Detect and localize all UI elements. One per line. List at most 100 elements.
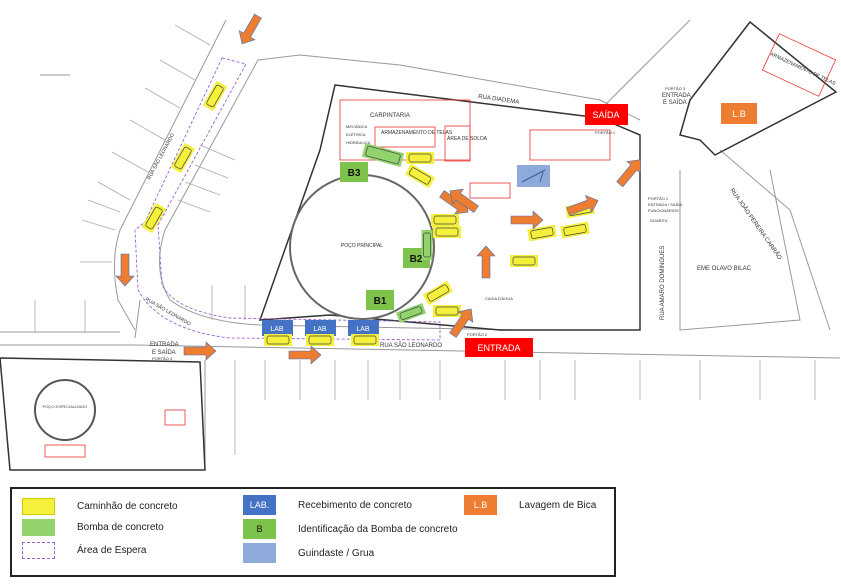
concrete-truck-icon: [560, 221, 590, 239]
pumps: [361, 143, 433, 323]
waiting-area-icon: [22, 542, 55, 559]
guarita-label: GUARITA: [650, 218, 668, 223]
concrete-pump-icon: [361, 143, 405, 167]
svg-text:LAB: LAB: [313, 326, 327, 333]
direction-arrow-icon: [238, 13, 262, 45]
svg-text:LAB: LAB: [270, 326, 284, 333]
concrete-truck-icon: [422, 280, 454, 306]
svg-text:E SAÍDA: E SAÍDA: [152, 349, 176, 356]
svg-text:ENTRADA: ENTRADA: [150, 342, 179, 348]
direction-arrow-icon: [566, 194, 599, 216]
direction-arrow-icon: [476, 245, 496, 279]
mecanica-label: MECÂNICA: [346, 124, 367, 129]
svg-text:B1: B1: [374, 296, 387, 307]
concrete-truck-icon: [406, 152, 434, 164]
gate-4: ENTRADA E SAÍDA PORTÃO 4: [150, 342, 179, 361]
crane: [517, 165, 550, 187]
lab-3: LAB: [348, 320, 379, 336]
buildings: [44, 33, 837, 458]
street-diadema: RUA DIADEMA: [478, 94, 520, 106]
concrete-pump-icon: [421, 230, 433, 260]
svg-text:LAB: LAB: [356, 326, 370, 333]
legend-lab: LAB. Recebimento de concreto: [243, 495, 412, 515]
concrete-truck-icon: [510, 255, 538, 267]
svg-text:PORTÃO 1: PORTÃO 1: [648, 196, 669, 201]
svg-text:PORTÃO 3: PORTÃO 3: [665, 86, 686, 91]
poco-principal-label: POÇO PRINCIPAL: [341, 243, 383, 249]
lab-swatch: LAB.: [243, 495, 276, 515]
special-site-boundary: [0, 357, 206, 471]
street-outlines: [0, 19, 841, 470]
concrete-truck-icon: [170, 142, 196, 174]
concrete-truck-icon: [306, 334, 334, 346]
pump-id-b3: B3: [340, 162, 368, 182]
legend-truck: Caminhão de concreto: [22, 498, 178, 515]
svg-text:ENTRADA: ENTRADA: [662, 93, 691, 99]
svg-text:E SAÍDA: E SAÍDA: [663, 99, 687, 106]
street-joao-pereira: RUA JOÃO PEREIRA CARRÃO: [728, 187, 783, 261]
gate-2: PORTÃO 2: [467, 332, 488, 337]
poco-especializado: [34, 379, 96, 441]
svg-text:FUNCIONÁRIOS: FUNCIONÁRIOS: [648, 208, 679, 213]
svg-text:PORTÃO 1: PORTÃO 1: [595, 130, 616, 135]
direction-arrow-icon: [510, 210, 544, 230]
concrete-truck-icon: [404, 163, 436, 189]
telas-label-2: ARMAZENAMENTO DE TELAS: [769, 51, 837, 87]
solda-label: ÁREA DE SOLDA: [447, 135, 488, 142]
lb-area-boundary: [679, 20, 838, 156]
concrete-truck-icon: [264, 334, 292, 346]
carpintaria-label: CARPINTARIA: [370, 113, 410, 119]
legend-waiting: Área de Espera: [22, 542, 147, 559]
street-amaro-domingues: RUA AMARO DOMINGUES: [660, 246, 666, 320]
sign-entrada: ENTRADA: [465, 338, 533, 357]
svg-text:SAÍDA: SAÍDA: [592, 110, 619, 120]
direction-arrow-icon: [183, 341, 217, 361]
sign-lb: L.B: [721, 103, 757, 124]
hidraulica-label: HIDRÁULICA: [346, 140, 371, 145]
crane-icon: [243, 543, 276, 563]
eme-olavo-bilac-label: EME OLAVO BILAC: [697, 266, 752, 272]
lab-1: LAB: [262, 320, 293, 336]
svg-text:PORTÃO 4: PORTÃO 4: [152, 356, 173, 361]
truck-icon: [22, 498, 55, 515]
gate-1: PORTÃO 1 ENTRADA / SAÍDA FUNCIONÁRIOS PO…: [595, 130, 683, 213]
street-sao-leonardo-left: RUA SÃO LEONARDO: [146, 132, 176, 181]
caixa-dagua-label: CAIXA D'ÁGUA: [485, 296, 513, 301]
concrete-truck-icon: [433, 305, 461, 317]
pump-id-b1: B1: [366, 290, 394, 310]
concrete-truck-icon: [527, 224, 557, 242]
pump-icon: [22, 519, 55, 536]
legend-crane: Guindaste / Grua: [243, 543, 374, 563]
legend-b: B Identificação da Bomba de concreto: [243, 519, 458, 539]
lab-2: LAB: [305, 320, 336, 336]
concrete-truck-icon: [431, 214, 459, 226]
direction-arrow-icon: [449, 188, 479, 213]
arrows: [115, 13, 642, 365]
waiting-area: [134, 57, 441, 341]
svg-text:B3: B3: [348, 168, 361, 179]
legend-pump: Bomba de concreto: [22, 519, 164, 536]
street-sao-leonardo-bottom: RUA SÃO LEONARDO: [380, 342, 442, 349]
lot-lines: [34, 24, 816, 455]
concrete-truck-icon: [433, 226, 461, 238]
concrete-truck-icon: [141, 202, 167, 234]
svg-text:ENTRADA: ENTRADA: [477, 343, 520, 353]
eletrica-label: ELÉTRICA: [346, 132, 366, 137]
direction-arrow-icon: [616, 159, 642, 188]
b-swatch: B: [243, 519, 276, 539]
legend: Caminhão de concreto Bomba de concreto Á…: [10, 487, 616, 577]
svg-text:L.B: L.B: [732, 109, 746, 119]
poco-especializado-label: POÇO ESPECIALIZADO: [43, 404, 88, 409]
concrete-pump-icon: [395, 303, 427, 323]
direction-arrow-icon: [115, 253, 135, 287]
sign-saida: SAÍDA: [585, 104, 628, 125]
legend-lb: L.B Lavagem de Bica: [464, 495, 596, 515]
telas-label: ARMAZENAMENTO DE TELAS: [381, 130, 453, 136]
concrete-truck-icon: [351, 334, 379, 346]
svg-text:B2: B2: [410, 254, 423, 265]
direction-arrow-icon: [449, 308, 474, 338]
svg-text:ENTRADA / SAÍDA: ENTRADA / SAÍDA: [648, 202, 683, 207]
concrete-truck-icon: [202, 80, 228, 112]
street-sao-leonardo-curve: RUA SÃO LEONARDO: [144, 296, 192, 328]
